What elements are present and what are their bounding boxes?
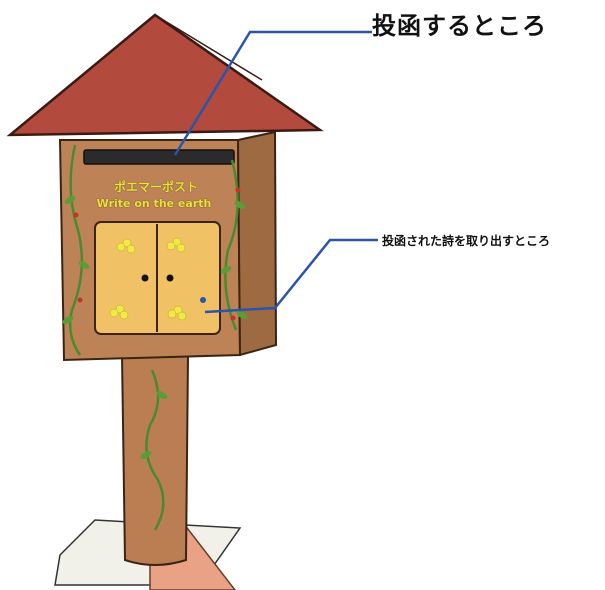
door-label: 投函された詩を取り出すところ [382, 234, 551, 248]
door-knob-left [141, 274, 149, 282]
vine-berries [73, 187, 241, 321]
roof-ridge [154, 14, 263, 81]
mail-slot [83, 149, 235, 165]
post-pole [120, 354, 190, 566]
slot-callout-line [173, 30, 372, 156]
box-side [236, 130, 278, 357]
vine-leaves [62, 196, 248, 459]
door-knob-right [166, 274, 174, 282]
sign-title-japanese: ポエマーポスト [113, 180, 198, 194]
door-flowers [109, 237, 187, 321]
slot-label: 投函するところ [372, 12, 547, 40]
door-callout-line [204, 238, 378, 314]
roof [6, 13, 324, 137]
door-callout-dot [200, 297, 206, 303]
sign-title-english: Write on the earth [96, 197, 212, 210]
